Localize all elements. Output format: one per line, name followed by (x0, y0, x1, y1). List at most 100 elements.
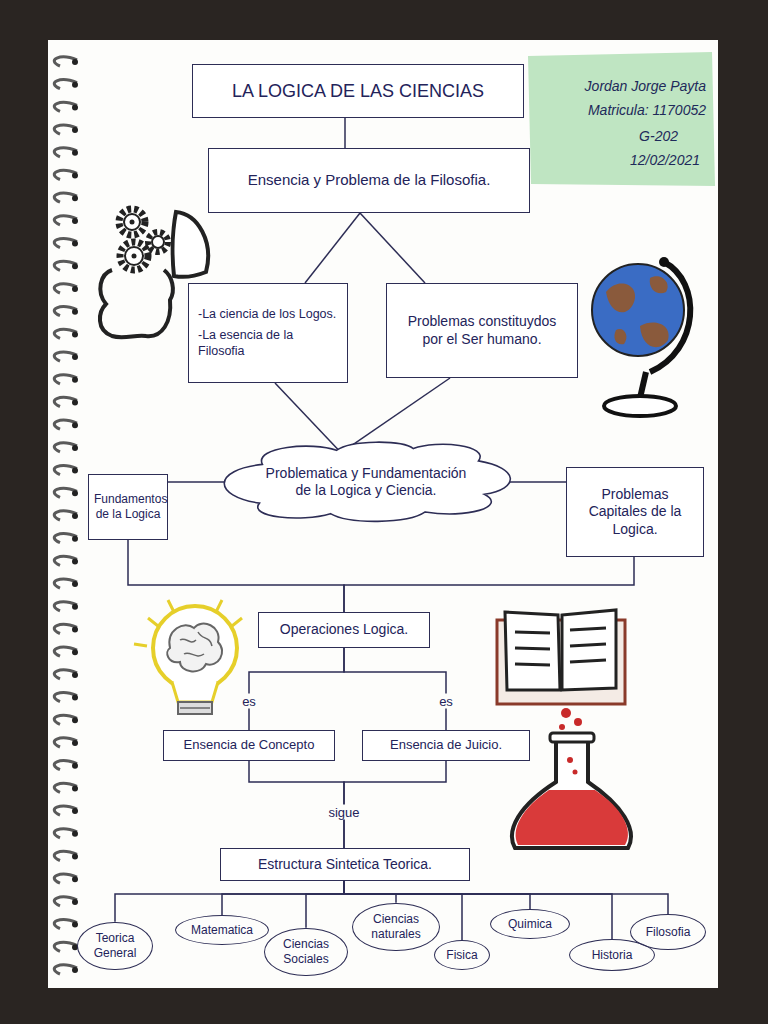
spiral-ring (54, 965, 77, 974)
spiral-ring (54, 761, 77, 770)
spiral-ring (54, 693, 77, 702)
node-text: Fisica (446, 948, 477, 963)
concept-box: -La ciencia de los Logos. -La esencia de … (188, 283, 348, 383)
spiral-ring (54, 171, 77, 180)
spiral-ring (54, 511, 77, 520)
spiral-ring (54, 670, 77, 679)
node-text: Operaciones Logica. (267, 621, 421, 639)
spiral-ring (54, 783, 77, 792)
node-text: Teorica General (91, 931, 140, 961)
spiral-ring (54, 125, 77, 134)
ring-hole (72, 468, 78, 474)
edge-label: sigue (325, 805, 362, 820)
topic-ellipse: Fisica (434, 940, 490, 970)
ring-hole (72, 717, 78, 723)
connector-line (344, 118, 346, 148)
topic-ellipse: Ciencias Sociales (264, 928, 348, 977)
ring-hole (72, 922, 78, 928)
node-text: Matematica (191, 923, 253, 938)
connector-line (222, 881, 344, 915)
node-text: Historia (592, 948, 633, 963)
connector-line (344, 881, 396, 903)
ring-hole (72, 309, 78, 315)
author-note: Matricula: 1170052 (538, 102, 706, 118)
spiral-ring (54, 420, 77, 429)
spiral-ring (54, 942, 77, 951)
spiral-ring (54, 920, 77, 929)
ring-hole (72, 785, 78, 791)
spiral-ring (54, 579, 77, 588)
spiral-ring (54, 193, 77, 202)
lightbulb-icon (134, 600, 242, 714)
spiral-ring (54, 897, 77, 906)
ring-hole (72, 649, 78, 655)
ring-hole (72, 354, 78, 360)
concept-box: Ensencia de Concepto (163, 730, 335, 761)
spiral-ring (54, 715, 77, 724)
flask-icon (512, 708, 631, 848)
topic-ellipse: Historia (569, 939, 655, 971)
ring-hole (72, 536, 78, 542)
concept-box: Operaciones Logica. (258, 612, 430, 648)
cloud-shape (224, 442, 510, 521)
ring-hole (72, 400, 78, 406)
connector-line (344, 648, 446, 730)
node-text: Filosofia (646, 925, 691, 940)
ring-hole (72, 876, 78, 882)
ring-hole (72, 218, 78, 224)
topic-ellipse: Filosofia (630, 914, 706, 950)
connector-line (346, 378, 450, 449)
ring-hole (72, 127, 78, 133)
topic-ellipse: Quimica (490, 909, 570, 939)
connector-line (305, 213, 360, 283)
node-text: Fundamentos de la Logica (94, 492, 162, 522)
ring-hole (72, 241, 78, 247)
node-text: Ensencia y Problema de la Filosofia. (221, 171, 517, 190)
node-text: Problemas constituydos por el Ser humano… (399, 313, 565, 348)
spiral-ring (54, 57, 77, 66)
spiral-ring (54, 806, 77, 815)
spiral-ring (54, 647, 77, 656)
node-text: Ensencia de Juicio. (371, 737, 521, 753)
ring-hole (72, 286, 78, 292)
author-note: Jordan Jorge Payta (538, 78, 706, 94)
node-text: Quimica (508, 917, 552, 932)
name-tag-wash (528, 52, 715, 186)
ring-hole (72, 558, 78, 564)
ring-hole (72, 173, 78, 179)
ring-hole (72, 581, 78, 587)
node-text: Ensencia de Concepto (172, 737, 326, 753)
concept-box: Ensencia de Juicio. (362, 730, 530, 761)
node-text: -La esencia de la Filosofia (198, 328, 338, 359)
spiral-ring (54, 625, 77, 634)
ring-hole (72, 672, 78, 678)
spiral-ring (54, 829, 77, 838)
connector-line (249, 648, 344, 730)
ring-hole (72, 513, 78, 519)
ring-hole (72, 195, 78, 201)
ring-hole (72, 763, 78, 769)
spiral-ring (54, 352, 77, 361)
concept-box: Problemas constituydos por el Ser humano… (386, 283, 578, 378)
spiral-ring (54, 488, 77, 497)
spiral-ring (54, 102, 77, 111)
spiral-ring (54, 375, 77, 384)
ring-hole (72, 422, 78, 428)
connector-line (344, 881, 668, 914)
connector-line (128, 540, 344, 612)
author-note: G-202 (538, 128, 706, 144)
ring-hole (72, 967, 78, 973)
book-icon (497, 610, 625, 704)
connector-line (508, 481, 566, 483)
spiral-ring (54, 261, 77, 270)
node-text: -La ciencia de los Logos. (198, 307, 338, 323)
concept-box: Problemas Capitales de la Logica. (566, 467, 704, 557)
ring-hole (72, 104, 78, 110)
spiral-ring (54, 284, 77, 293)
connector-line (344, 557, 634, 612)
spiral-ring (54, 556, 77, 565)
ring-hole (72, 695, 78, 701)
spiral-ring (54, 239, 77, 248)
spiral-ring (54, 466, 77, 475)
